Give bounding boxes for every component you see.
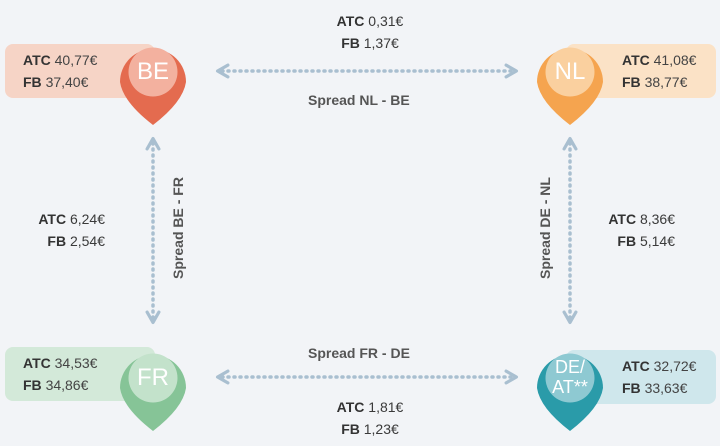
- nl-fb-label: FB: [622, 74, 641, 90]
- de-at-code-label: DE/ AT**: [540, 357, 600, 397]
- nl-code-label: NL: [554, 58, 586, 85]
- de-fb-value: 33,63€: [644, 380, 688, 396]
- be-fb-value: 37,40€: [45, 74, 89, 90]
- nl-be-fb-value: 1,37€: [363, 35, 399, 51]
- de-at-map-pin-icon: [537, 353, 603, 431]
- be-code-label: BE: [136, 58, 169, 85]
- nl-fb-value: 38,77€: [644, 74, 688, 90]
- de-nl-atc-label: ATC: [608, 211, 637, 227]
- spread-be-fr-values: ATC 6,24€ FB 2,54€: [10, 208, 105, 252]
- spread-de-nl-label: Spread DE - NL: [537, 177, 553, 279]
- be-atc-label: ATC: [23, 52, 51, 68]
- spread-be-fr-label: Spread BE - FR: [170, 177, 186, 279]
- spread-de-nl-values: ATC 8,36€ FB 5,14€: [590, 208, 675, 252]
- fr-atc-value: 34,53€: [54, 355, 98, 371]
- nl-be-atc-value: 0,31€: [368, 13, 404, 29]
- de-nl-atc-value: 8,36€: [639, 211, 675, 227]
- de-atc-value: 32,72€: [653, 358, 697, 374]
- fr-de-atc-label: ATC: [336, 399, 365, 415]
- spread-nl-be-values: ATC 0,31€ FB 1,37€: [300, 10, 440, 54]
- spread-nl-be-label: Spread NL - BE: [308, 92, 410, 108]
- spread-fr-de-label: Spread FR - DE: [308, 345, 410, 361]
- fr-map-pin-icon: [120, 353, 186, 431]
- de-fb-label: FB: [622, 380, 641, 396]
- de-atc-label: ATC: [622, 358, 650, 374]
- at-code-line: AT**: [552, 377, 588, 397]
- nl-be-fb-label: FB: [341, 35, 360, 51]
- nl-atc-value: 41,08€: [653, 52, 697, 68]
- fr-de-fb-label: FB: [341, 421, 360, 437]
- fr-fb-value: 34,86€: [45, 377, 89, 393]
- fr-fb-label: FB: [23, 377, 42, 393]
- be-fr-fb-label: FB: [47, 233, 67, 249]
- nl-atc-label: ATC: [622, 52, 650, 68]
- fr-code-label: FR: [137, 364, 169, 391]
- be-fr-atc-value: 6,24€: [69, 211, 105, 227]
- be-fr-fb-value: 2,54€: [69, 233, 105, 249]
- nl-map-pin-icon: [537, 47, 603, 125]
- de-nl-fb-label: FB: [617, 233, 637, 249]
- be-atc-value: 40,77€: [54, 52, 98, 68]
- be-fr-atc-label: ATC: [38, 211, 67, 227]
- be-map-pin-icon: [120, 47, 186, 125]
- spread-fr-de-values: ATC 1,81€ FB 1,23€: [300, 396, 440, 440]
- de-nl-fb-value: 5,14€: [639, 233, 675, 249]
- fr-atc-label: ATC: [23, 355, 51, 371]
- de-code-line: DE/: [554, 357, 585, 377]
- nl-be-atc-label: ATC: [336, 13, 365, 29]
- fr-de-fb-value: 1,23€: [363, 421, 399, 437]
- be-fb-label: FB: [23, 74, 42, 90]
- fr-de-atc-value: 1,81€: [368, 399, 404, 415]
